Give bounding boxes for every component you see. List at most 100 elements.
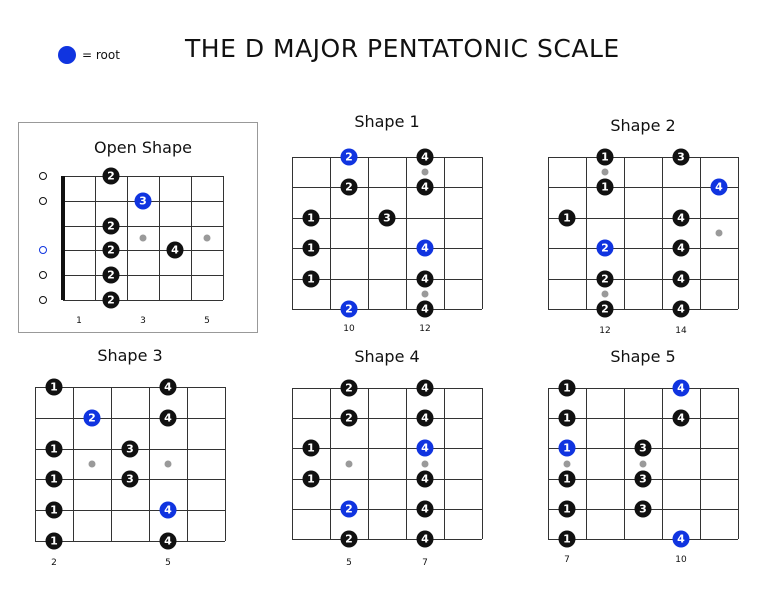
string-line	[63, 250, 223, 252]
finger-note-dot: 3	[672, 148, 690, 166]
root-note-dot: 4	[159, 501, 177, 519]
fret-number: 12	[599, 326, 611, 336]
root-note-dot: 4	[672, 530, 690, 548]
string-line	[63, 225, 223, 227]
finger-note-dot: 2	[102, 266, 120, 284]
finger-note-dot: 1	[302, 470, 320, 488]
string-line	[548, 309, 738, 310]
fret-number: 2	[51, 558, 57, 568]
finger-note-dot: 1	[558, 500, 576, 518]
fret-line	[95, 176, 96, 300]
fret-inlay-marker	[639, 460, 647, 467]
finger-note-dot: 3	[378, 209, 396, 227]
fret-line	[444, 388, 445, 539]
finger-note-dot: 4	[416, 470, 434, 488]
finger-note-dot: 2	[102, 217, 120, 235]
string-line	[548, 278, 738, 280]
string-line	[548, 248, 738, 250]
fret-line	[330, 388, 331, 539]
finger-note-dot: 4	[672, 209, 690, 227]
finger-note-dot: 2	[102, 167, 120, 185]
fret-line	[662, 157, 663, 309]
fret-number: 7	[422, 558, 428, 568]
nut	[61, 176, 65, 300]
fret-number: 7	[564, 555, 570, 565]
fret-number: 5	[204, 316, 210, 326]
string-line	[292, 278, 482, 280]
finger-note-dot: 2	[340, 530, 358, 548]
finger-note-dot: 1	[302, 439, 320, 457]
root-note-dot: 2	[83, 409, 101, 427]
string-line	[35, 417, 225, 419]
finger-note-dot: 4	[159, 409, 177, 427]
finger-note-dot: 1	[302, 270, 320, 288]
string-line	[292, 539, 482, 540]
finger-note-dot: 1	[302, 209, 320, 227]
fret-number: 14	[675, 326, 687, 336]
root-note-dot: 2	[340, 300, 358, 318]
shape-title: Shape 4	[354, 347, 420, 366]
finger-note-dot: 1	[558, 470, 576, 488]
fret-line	[482, 157, 483, 309]
fret-line	[368, 157, 369, 309]
fret-number: 3	[140, 316, 146, 326]
fret-line	[548, 388, 549, 539]
root-note-dot: 4	[710, 178, 728, 196]
finger-note-dot: 3	[634, 439, 652, 457]
fret-inlay-marker	[601, 168, 609, 176]
string-line	[292, 478, 482, 480]
shape-title: Open Shape	[94, 138, 192, 157]
string-line	[292, 508, 482, 510]
fret-inlay-marker	[715, 229, 723, 237]
finger-note-dot: 4	[672, 239, 690, 257]
fret-line	[149, 387, 150, 541]
finger-note-dot: 4	[416, 500, 434, 518]
fret-line	[223, 176, 224, 300]
fret-number: 5	[165, 558, 171, 568]
fret-line	[292, 388, 293, 539]
fret-line	[482, 388, 483, 539]
fret-line	[73, 387, 74, 541]
fret-line	[738, 388, 739, 539]
string-line	[63, 176, 223, 177]
finger-note-dot: 4	[672, 300, 690, 318]
root-legend-dot	[58, 46, 76, 64]
fret-number: 5	[346, 558, 352, 568]
fret-inlay-marker	[203, 234, 211, 242]
finger-note-dot: 2	[340, 379, 358, 397]
shape-title: Shape 5	[610, 347, 676, 366]
fret-inlay-marker	[421, 290, 429, 298]
open-string-marker	[39, 296, 47, 304]
string-line	[35, 510, 225, 512]
root-note-dot: 4	[416, 239, 434, 257]
finger-note-dot: 1	[596, 178, 614, 196]
page-title: THE D MAJOR PENTATONIC SCALE	[185, 34, 620, 63]
fret-number: 12	[419, 324, 431, 334]
finger-note-dot: 2	[340, 409, 358, 427]
finger-note-dot: 4	[416, 300, 434, 318]
string-line	[548, 157, 738, 158]
finger-note-dot: 3	[121, 470, 139, 488]
string-line	[548, 539, 738, 540]
fret-line	[187, 387, 188, 541]
string-line	[35, 541, 225, 542]
fret-line	[330, 157, 331, 309]
shape-title: Shape 1	[354, 112, 420, 131]
finger-note-dot: 4	[672, 270, 690, 288]
fret-inlay-marker	[164, 460, 172, 468]
fret-line	[406, 388, 407, 539]
finger-note-dot: 1	[45, 532, 63, 550]
fret-line	[548, 157, 549, 309]
open-string-root-marker	[39, 246, 47, 255]
finger-note-dot: 2	[102, 291, 120, 309]
finger-note-dot: 2	[596, 300, 614, 318]
fret-line	[586, 388, 587, 539]
fret-line	[624, 157, 625, 309]
finger-note-dot: 2	[596, 270, 614, 288]
fret-line	[662, 388, 663, 539]
fret-line	[444, 157, 445, 309]
string-line	[292, 248, 482, 250]
root-note-dot: 2	[596, 239, 614, 257]
fret-line	[35, 387, 36, 541]
